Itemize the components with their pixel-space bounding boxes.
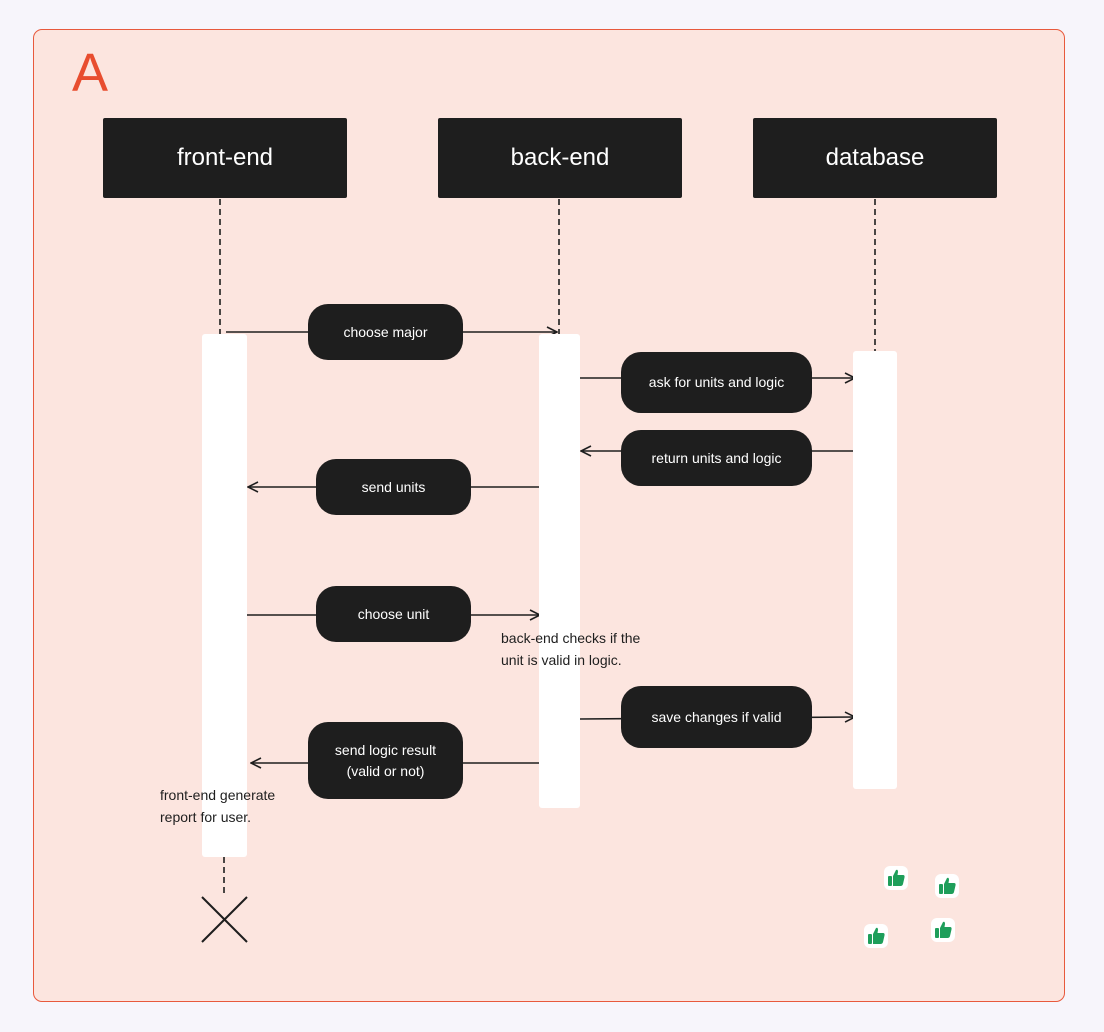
note-backend-check: back-end checks if the unit is valid in …: [501, 627, 640, 671]
lane-frontend: front-end: [103, 118, 347, 198]
lane-backend: back-end: [438, 118, 682, 198]
msg-send-logic-line1: send logic result: [334, 741, 437, 758]
lane-database: database: [753, 118, 997, 198]
frontend-activation: [202, 334, 247, 857]
msg-send-units: send units: [316, 459, 471, 515]
thumbs-up-icon[interactable]: [882, 864, 910, 892]
backend-activation: [539, 334, 580, 808]
msg-send-logic-line2: (valid or not): [346, 762, 425, 779]
destroy-x-icon: [201, 896, 248, 943]
frame-label: A: [72, 43, 109, 103]
database-activation: [853, 351, 897, 789]
note-frontend-report-line1: front-end generate: [160, 787, 276, 803]
thumbs-up-icon[interactable]: [862, 922, 890, 950]
note-frontend-report: front-end generate report for user.: [160, 784, 275, 828]
thumbs-up-icon[interactable]: [933, 872, 961, 900]
note-backend-check-line2: unit is valid in logic.: [501, 652, 622, 668]
msg-choose-unit: choose unit: [316, 586, 471, 642]
note-backend-check-line1: back-end checks if the: [501, 630, 641, 646]
msg-send-logic: send logic result (valid or not): [308, 722, 463, 799]
msg-choose-major: choose major: [308, 304, 463, 360]
note-frontend-report-line2: report for user.: [160, 809, 252, 825]
msg-return-units: return units and logic: [621, 430, 812, 486]
msg-save-changes: save changes if valid: [621, 686, 812, 748]
msg-ask-units: ask for units and logic: [621, 352, 812, 413]
thumbs-up-icon[interactable]: [929, 916, 957, 944]
